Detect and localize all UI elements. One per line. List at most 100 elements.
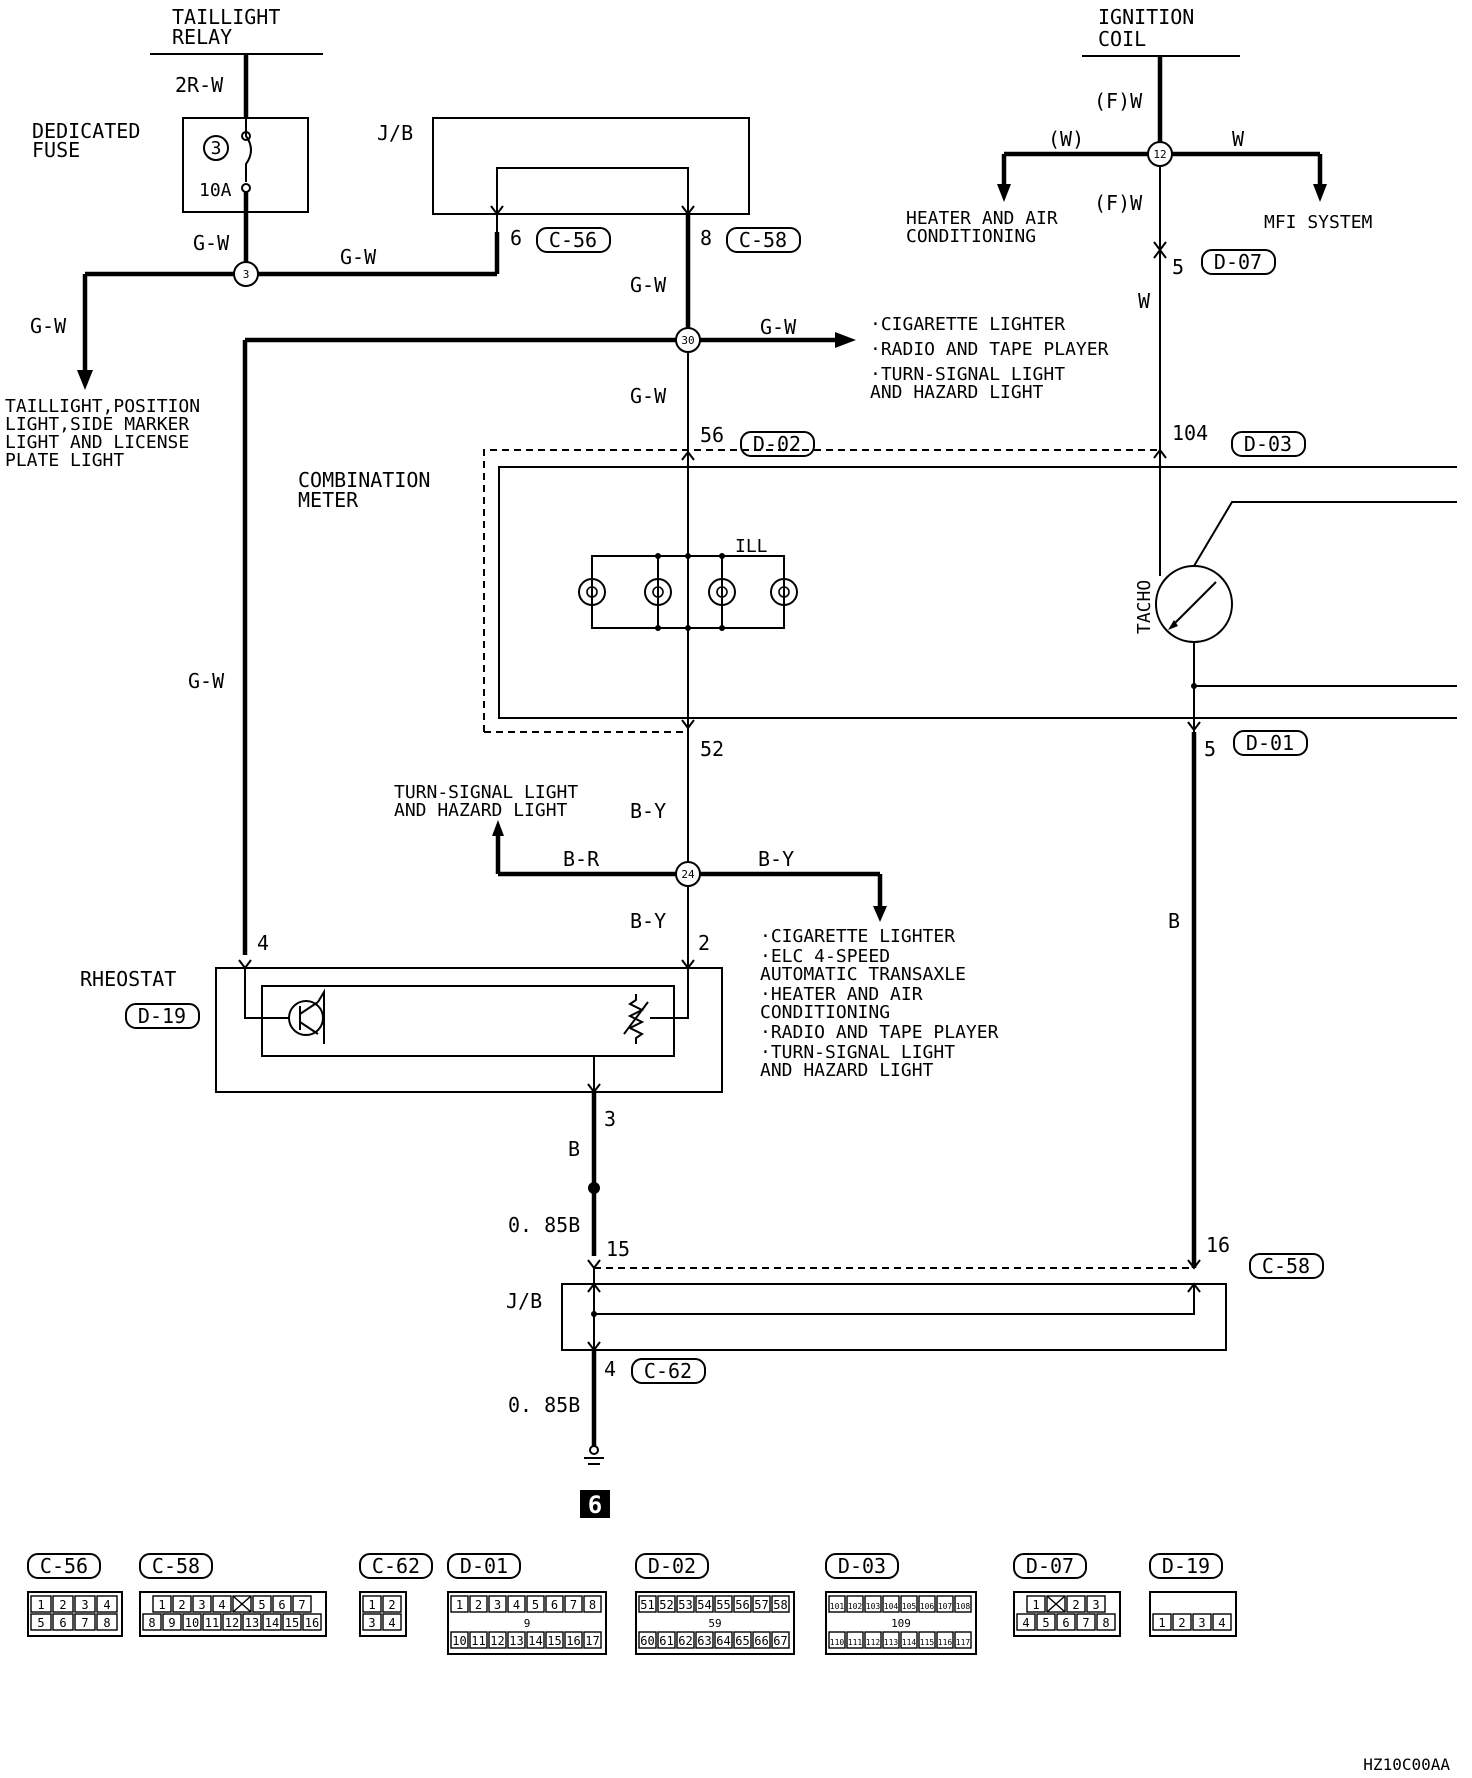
connector-pin-cell xyxy=(162,1613,182,1631)
wire-label-b-right: B xyxy=(1168,909,1180,933)
pin-104: 104 xyxy=(1172,421,1208,445)
connector-pin: 3 xyxy=(494,1598,501,1612)
connector-pin-cell xyxy=(1036,1613,1056,1631)
wire-label-gw-long: G-W xyxy=(188,669,225,693)
wire-label-gw-left: G-W xyxy=(30,314,67,338)
connector-pin-cell xyxy=(545,1631,564,1649)
connector-pin-cell xyxy=(1096,1613,1116,1631)
junction-24-label: 24 xyxy=(681,868,695,881)
lamp-4-filament xyxy=(778,586,790,598)
wire-label-085b-2: 0. 85B xyxy=(508,1393,580,1417)
connector-pin: 116 xyxy=(938,1638,953,1647)
connector-pin-cell xyxy=(900,1595,918,1613)
connector-pin-cell xyxy=(638,1631,657,1649)
combination-meter-label-2: METER xyxy=(298,488,359,512)
connector-pin: 109 xyxy=(891,1617,911,1630)
lamp-3-icon xyxy=(708,578,736,606)
connector-pin: 5 xyxy=(37,1616,44,1630)
dedicated-fuse-label-2: FUSE xyxy=(32,138,80,162)
pin-52: 52 xyxy=(700,737,724,761)
jb-lower-node xyxy=(591,1311,597,1317)
dest-by-3: AUTOMATIC TRANSAXLE xyxy=(760,964,966,985)
fuse-element xyxy=(245,118,252,182)
connector-pin: 58 xyxy=(773,1598,787,1612)
splice-point xyxy=(588,1182,600,1194)
connector-pin-cell xyxy=(918,1595,936,1613)
connector-id-label: D-01 xyxy=(460,1554,508,1578)
connector-pin-cell xyxy=(846,1595,864,1613)
jb-top-label: J/B xyxy=(377,121,413,145)
wire-label-by-top: B-Y xyxy=(630,799,666,823)
wire-label-w-right: W xyxy=(1232,127,1245,151)
connector-pin: 2 xyxy=(475,1598,482,1612)
connector-pin: 101 xyxy=(830,1602,845,1611)
conn-d03-tag xyxy=(1231,431,1306,457)
connector-pin: 8 xyxy=(1102,1616,1109,1630)
connector-pin: 1 xyxy=(456,1598,463,1612)
wire-label-w-left: (W) xyxy=(1048,127,1084,151)
fuse-number: 3 xyxy=(211,138,222,159)
connector-pin-cell xyxy=(382,1613,402,1631)
connector-pin-cell xyxy=(96,1613,118,1631)
connector-pin-cell xyxy=(152,1595,172,1613)
connector-pin: 6 xyxy=(551,1598,558,1612)
connector-pin-cell xyxy=(74,1613,96,1631)
conn-d03-label: D-03 xyxy=(1244,432,1292,456)
connector-pin: 5 xyxy=(258,1598,265,1612)
tacho-needle xyxy=(1171,581,1217,627)
taillight-relay-title-1: TAILLIGHT xyxy=(172,5,280,29)
tacho-needle-tip xyxy=(1168,620,1178,630)
connector-pin: 3 xyxy=(1092,1598,1099,1612)
connector-pin-cell xyxy=(52,1595,74,1613)
connector-pin: 59 xyxy=(708,1617,721,1630)
connector-id-label: D-02 xyxy=(648,1554,696,1578)
connector-pin: 103 xyxy=(866,1602,881,1611)
connector-pin: 6 xyxy=(278,1598,285,1612)
tacho-pin5-arrow xyxy=(1187,721,1201,732)
connector-pin: 62 xyxy=(678,1634,692,1648)
junction-3-label: 3 xyxy=(243,268,250,281)
conn-c58-label: C-58 xyxy=(739,228,787,252)
rheostat-pin2-lead xyxy=(650,968,689,1019)
ill-node-6 xyxy=(719,625,725,631)
figure-code: HZ10C00AA xyxy=(1363,1755,1450,1774)
rheostat-label: RHEOSTAT xyxy=(80,967,176,991)
connector-pin: 1 xyxy=(158,1598,165,1612)
connector-pin-cell xyxy=(232,1595,252,1613)
connector-pin: 8 xyxy=(148,1616,155,1630)
connector-pin-cell xyxy=(638,1595,657,1613)
connector-pin-cell xyxy=(882,1595,900,1613)
connector-id-label: D-19 xyxy=(1162,1554,1210,1578)
connector-pin-cell xyxy=(1192,1613,1212,1631)
connector-pin-cell xyxy=(1016,1613,1036,1631)
connector-pin-cell xyxy=(1066,1595,1086,1613)
connector-pin-cell xyxy=(507,1631,526,1649)
connector-pin: 13 xyxy=(509,1634,523,1648)
connector-pin: 111 xyxy=(848,1638,863,1647)
connector-pin: 4 xyxy=(1218,1616,1225,1630)
connector-body xyxy=(27,1591,123,1637)
connector-pin-cell xyxy=(695,1595,714,1613)
wire-label-2r-w: 2R-W xyxy=(175,73,224,97)
connector-pin: 14 xyxy=(528,1634,542,1648)
connector-pin-cell xyxy=(657,1595,676,1613)
wire-label-gw-56: G-W xyxy=(630,384,667,408)
dedicated-fuse-label-1: DEDICATED xyxy=(32,119,140,143)
dest-by-1: ·CIGARETTE LIGHTER xyxy=(760,926,955,947)
pin-6: 6 xyxy=(510,226,522,250)
taillight-relay-block: TAILLIGHT RELAY 2R-W DEDICATED FUSE 3 10… xyxy=(5,5,500,471)
conn-d02-tag xyxy=(740,431,815,457)
connector-pin: 13 xyxy=(245,1616,259,1630)
pin-3: 3 xyxy=(604,1107,616,1131)
connector-pin: 9 xyxy=(168,1616,175,1630)
connector-pin-cell xyxy=(714,1631,733,1649)
lamp-2-icon xyxy=(644,578,672,606)
connector-pin: 108 xyxy=(956,1602,971,1611)
connector-pin-cell xyxy=(74,1595,96,1613)
connector-pin-cell xyxy=(450,1595,469,1613)
connector-id-tag xyxy=(635,1553,709,1579)
arrow-taillight xyxy=(77,370,93,390)
connector-pin: 2 xyxy=(59,1598,66,1612)
